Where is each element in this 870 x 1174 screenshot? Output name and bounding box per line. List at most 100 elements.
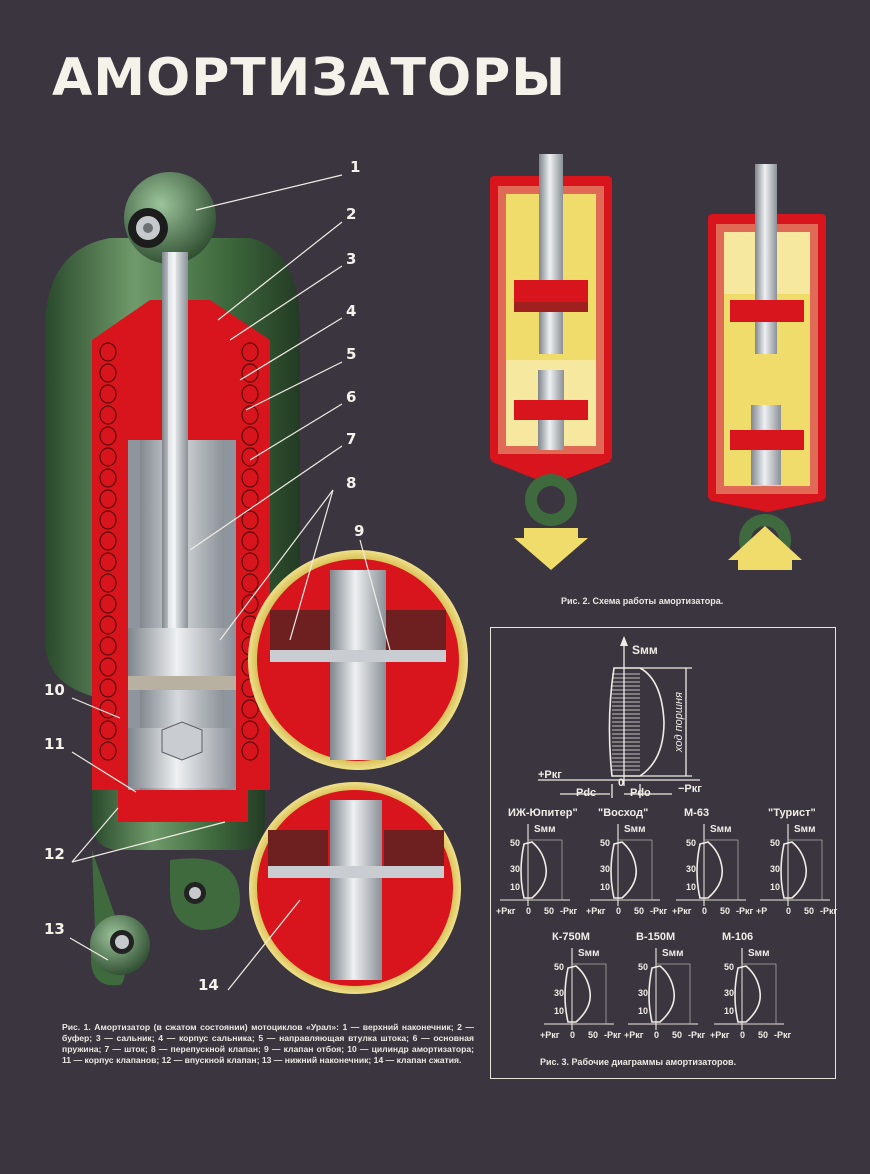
small-diagram-title: "Турист" — [768, 807, 816, 819]
spring-coil — [241, 489, 259, 509]
tick-label: 30 — [686, 864, 696, 874]
callout-9: 9 — [354, 522, 365, 540]
x-zero-label: 0 — [526, 906, 531, 916]
x-zero-label: 0 — [702, 906, 707, 916]
spring-coil — [241, 699, 259, 719]
spring-coil — [241, 384, 259, 404]
spring-coil — [241, 552, 259, 572]
main-pdo: Pdo — [630, 787, 651, 799]
main-right-label: −Pкг — [678, 783, 702, 795]
spring-coil — [99, 573, 117, 593]
spring-coil — [99, 342, 117, 362]
spring-coil — [99, 552, 117, 572]
x-right-label: -Pкг — [820, 906, 838, 916]
small-diagram-y-label: Sмм — [624, 824, 645, 835]
tick-label: 30 — [724, 988, 734, 998]
spring-coil — [99, 531, 117, 551]
spring-coil — [99, 489, 117, 509]
main-side-label: ход поршня — [673, 692, 685, 753]
spring-coil — [99, 447, 117, 467]
main-y-label: Sмм — [632, 643, 658, 657]
tick-label: 50 — [554, 962, 564, 972]
spring-coil — [99, 741, 117, 761]
main-pdc: Pdc — [576, 787, 596, 799]
grid — [703, 839, 739, 901]
x-left-label: +Pкг — [540, 1030, 560, 1040]
spring-coil — [241, 510, 259, 530]
spring-coil — [241, 720, 259, 740]
small-diagram-title: ИЖ-Юпитер" — [508, 807, 578, 819]
diagram-curve — [564, 965, 592, 1023]
small-diagram-title: "Восход" — [598, 807, 648, 819]
fig2-caption: Рис. 2. Схема работы амортизатора. — [561, 596, 724, 606]
diagram-curve — [610, 841, 638, 899]
grid — [741, 963, 777, 1025]
diagram-curve — [780, 841, 808, 899]
main-left-label: +Pкг — [538, 769, 562, 781]
spring-coil — [99, 363, 117, 383]
grid — [655, 963, 691, 1025]
x-50-label: 50 — [588, 1030, 598, 1040]
diagram-curve — [648, 965, 676, 1023]
spring-coil — [99, 405, 117, 425]
x-right-label: -Pкг — [604, 1030, 622, 1040]
fig3-caption: Рис. 3. Рабочие диаграммы амортизаторов. — [540, 1057, 737, 1067]
x-left-label: +Pкг — [672, 906, 692, 916]
spring-coil — [241, 594, 259, 614]
callout-12: 12 — [44, 845, 65, 863]
x-left-label: +Pкг — [496, 906, 516, 916]
x-50-label: 50 — [634, 906, 644, 916]
x-zero-label: 0 — [616, 906, 621, 916]
x-right-label: -Pкг — [650, 906, 668, 916]
grid — [571, 963, 607, 1025]
tick-label: 10 — [638, 1006, 648, 1016]
callout-3: 3 — [346, 250, 357, 268]
x-50-label: 50 — [544, 906, 554, 916]
spring-coil — [99, 699, 117, 719]
tick-label: 30 — [638, 988, 648, 998]
small-diagram-y-label: Sмм — [794, 824, 815, 835]
diagrams-panel — [490, 627, 836, 1079]
tick-label: 50 — [686, 838, 696, 848]
callout-11: 11 — [44, 735, 65, 753]
x-right-label: -Pкг — [736, 906, 754, 916]
spring-coil — [99, 615, 117, 635]
x-left-label: +Pкг — [586, 906, 606, 916]
tick-label: 10 — [686, 882, 696, 892]
x-right-label: -Pкг — [560, 906, 578, 916]
callout-8: 8 — [346, 474, 357, 492]
diagram-curve — [696, 841, 724, 899]
small-diagram-title: К-750М — [552, 931, 590, 943]
tick-label: 10 — [600, 882, 610, 892]
spring-coil — [99, 426, 117, 446]
spring-coil — [241, 426, 259, 446]
spring-coil — [241, 531, 259, 551]
callout-14: 14 — [198, 976, 219, 994]
callout-5: 5 — [346, 345, 357, 363]
spring-coil — [99, 468, 117, 488]
spring-coil — [99, 636, 117, 656]
x-zero-label: 0 — [654, 1030, 659, 1040]
callout-13: 13 — [44, 920, 65, 938]
callout-4: 4 — [346, 302, 357, 320]
diagram-curve — [734, 965, 762, 1023]
small-diagram-y-label: Sмм — [578, 948, 599, 959]
tick-label: 50 — [600, 838, 610, 848]
spring-coil — [241, 573, 259, 593]
spring-coil — [241, 741, 259, 761]
spring-coil — [241, 363, 259, 383]
tick-label: 30 — [510, 864, 520, 874]
tick-label: 50 — [510, 838, 520, 848]
spring-coil — [99, 678, 117, 698]
tick-label: 50 — [770, 838, 780, 848]
spring-coil — [99, 720, 117, 740]
spring-coil — [99, 510, 117, 530]
